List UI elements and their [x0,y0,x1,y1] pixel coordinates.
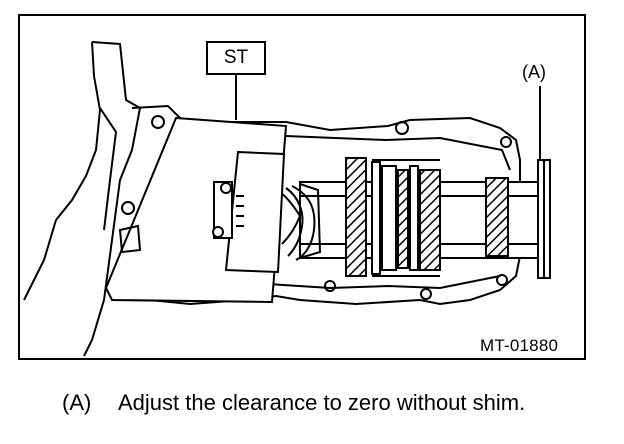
left-fastener [118,201,142,254]
st-label: ST [206,41,266,75]
caption-key: (A) [62,390,92,415]
callout-a-label: (A) [522,62,546,82]
housing-left-wall [23,41,142,357]
seal-a [537,159,551,279]
special-tool-plate [104,116,288,304]
gear-stack [345,157,509,277]
figure-id: MT-01880 [480,336,559,355]
boot-bellows [279,183,322,261]
caption-text: Adjust the clearance to zero without shi… [118,390,526,415]
caption: (A) Adjust the clearance to zero without … [62,390,525,416]
